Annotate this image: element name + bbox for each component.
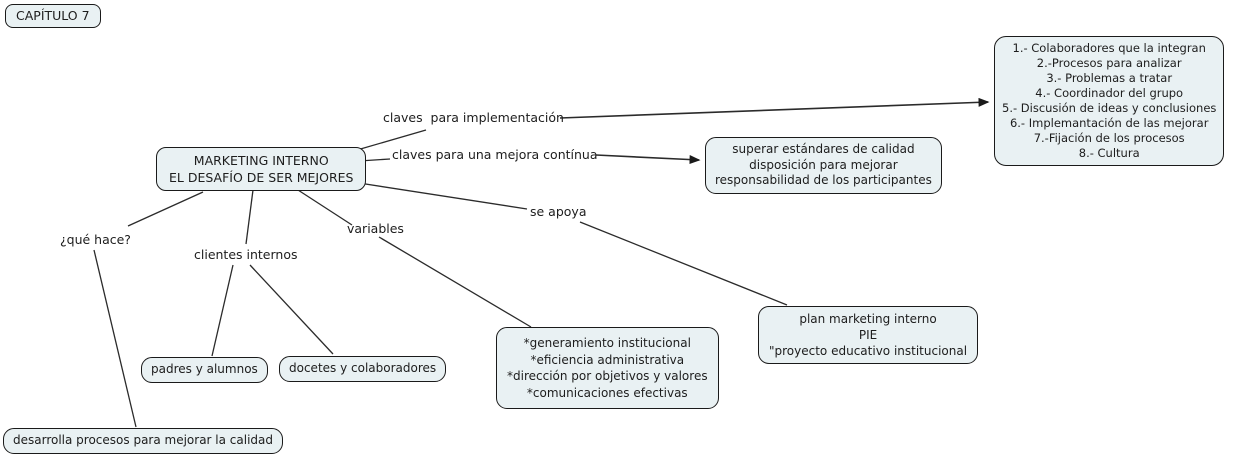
edge-label-se-apoya[interactable]: se apoya bbox=[530, 204, 587, 219]
paso-item: 1.- Colaboradores que la integran bbox=[1012, 41, 1206, 55]
edge-main-to-que-hace bbox=[127, 191, 204, 227]
chapter-node[interactable]: CAPÍTULO 7 bbox=[5, 4, 101, 28]
mejora-continua-node[interactable]: superar estándares de calidad disposició… bbox=[705, 137, 942, 194]
desarrolla-label: desarrolla procesos para mejorar la cali… bbox=[13, 433, 274, 447]
edge-main-to-clientes-internos bbox=[245, 189, 254, 245]
main-node[interactable]: MARKETING INTERNO EL DESAFÍO DE SER MEJO… bbox=[156, 147, 367, 191]
plan-marketing-node[interactable]: plan marketing interno PIE "proyecto edu… bbox=[758, 306, 979, 364]
edge-label-clientes-internos[interactable]: clientes internos bbox=[194, 247, 298, 262]
padres-alumnos-node[interactable]: padres y alumnos bbox=[141, 357, 268, 383]
paso-item: 6.- Implemantación de las mejorar bbox=[1009, 116, 1209, 130]
edge-label-variables[interactable]: variables bbox=[347, 221, 404, 236]
edge-variables-to-variables-box bbox=[378, 236, 532, 328]
mejora-line: disposición para mejorar bbox=[749, 157, 898, 172]
edge-claves-mejora-to-superar-arrow bbox=[595, 154, 701, 165]
main-node-line: MARKETING INTERNO bbox=[193, 153, 329, 168]
plan-line: plan marketing interno bbox=[799, 312, 937, 326]
edge-clientes-to-docetes bbox=[249, 264, 334, 355]
paso-item: 5.- Discusión de ideas y conclusiones bbox=[1002, 101, 1217, 115]
variable-item: *comunicaciones efectivas bbox=[526, 385, 688, 400]
paso-item: 4.- Coordinador del grupo bbox=[1035, 86, 1184, 100]
padres-label: padres y alumnos bbox=[151, 362, 258, 376]
chapter-label: CAPÍTULO 7 bbox=[16, 8, 90, 23]
mejora-line: responsabilidad de los participantes bbox=[715, 173, 932, 187]
edge-main-to-variables bbox=[297, 189, 353, 226]
edge-claves-implementacion-to-pasos-arrow bbox=[559, 97, 990, 119]
paso-item: 7.-Fijación de los procesos bbox=[1033, 131, 1185, 145]
edge-label-que-hace[interactable]: ¿qué hace? bbox=[60, 232, 131, 247]
desarrolla-procesos-node[interactable]: desarrolla procesos para mejorar la cali… bbox=[3, 428, 284, 454]
docetes-colaboradores-node[interactable]: docetes y colaboradores bbox=[279, 356, 447, 382]
pasos-implementacion-node[interactable]: 1.- Colaboradores que la integran 2.-Pro… bbox=[994, 36, 1225, 166]
variables-detalle-node[interactable]: *generamiento institucional *eficiencia … bbox=[496, 327, 719, 409]
variable-item: *eficiencia administrativa bbox=[530, 352, 685, 367]
plan-line: PIE bbox=[858, 328, 878, 342]
edge-label-claves-mejora-continua[interactable]: claves para una mejora contínua bbox=[392, 147, 598, 162]
mejora-line: superar estándares de calidad bbox=[732, 142, 915, 156]
edge-main-to-claves-implementacion bbox=[356, 129, 427, 151]
edge-main-to-se-apoya bbox=[358, 182, 528, 210]
edge-clientes-to-padres bbox=[211, 264, 234, 357]
paso-item: 2.-Procesos para analizar bbox=[1036, 56, 1182, 70]
plan-line: "proyecto educativo institucional bbox=[769, 344, 968, 358]
variable-item: *dirección por objetivos y valores bbox=[507, 369, 708, 383]
edge-label-claves-implementacion[interactable]: claves para implementación bbox=[383, 110, 564, 125]
main-node-line: EL DESAFÍO DE SER MEJORES bbox=[169, 170, 354, 185]
paso-item: 8.- Cultura bbox=[1078, 146, 1140, 160]
edge-que-hace-to-desarrolla bbox=[93, 249, 137, 428]
variable-item: *generamiento institucional bbox=[523, 336, 691, 350]
edge-se-apoya-to-plan bbox=[579, 221, 788, 306]
paso-item: 3.- Problemas a tratar bbox=[1046, 71, 1173, 85]
docetes-label: docetes y colaboradores bbox=[289, 361, 437, 375]
